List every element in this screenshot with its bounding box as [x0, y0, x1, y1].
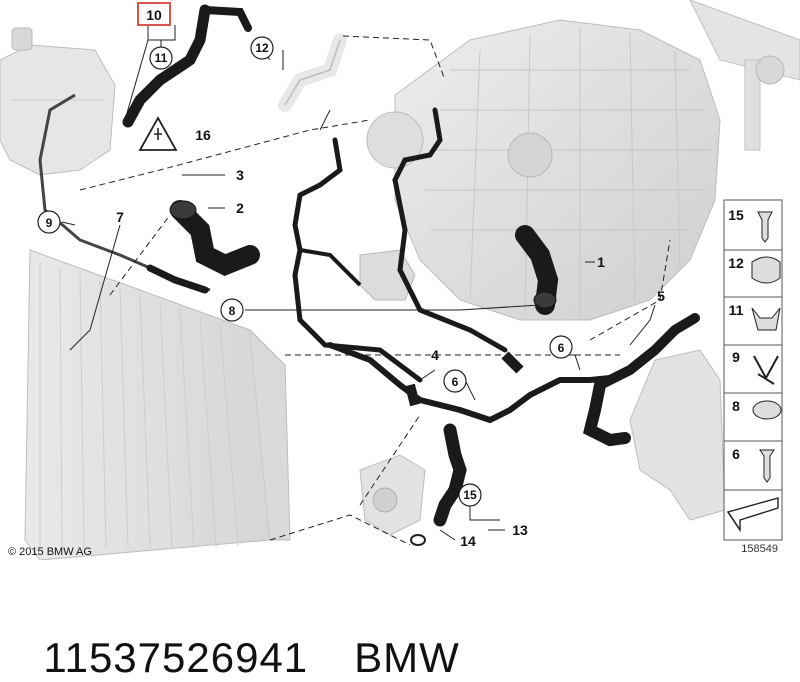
legend-item-15[interactable]: 15 — [728, 207, 773, 243]
label-1: 1 — [597, 254, 605, 270]
svg-text:12: 12 — [255, 41, 269, 55]
hose-5 — [583, 313, 700, 447]
direction-arrow-icon — [726, 497, 779, 533]
svg-text:9: 9 — [732, 349, 740, 365]
hose-12-upper — [278, 33, 347, 112]
callout-9[interactable]: 9 — [37, 210, 61, 234]
expansion-tank — [0, 27, 116, 176]
hose-1 — [515, 225, 559, 315]
hose-2 — [169, 200, 260, 276]
legend-item-12[interactable]: 12 — [728, 255, 781, 284]
thermostat-housing — [359, 249, 416, 301]
part-caption: 11537526941 BMW — [18, 586, 788, 681]
cooling-system-diagram: 10 11 12 16 3 2 9 7 1 8 5 6 4 6 15 13 14 — [0, 0, 800, 560]
svg-text:15: 15 — [463, 488, 477, 502]
legend-item-11[interactable]: 11 — [729, 302, 781, 331]
label-2: 2 — [236, 200, 244, 216]
copyright-text: © 2015 BMW AG — [8, 546, 92, 558]
legend-item-9[interactable]: 9 — [732, 349, 779, 385]
holder-icon — [753, 355, 779, 385]
svg-text:6: 6 — [732, 446, 740, 462]
hose-9-vent — [38, 93, 211, 294]
hose-4-main — [327, 342, 613, 424]
svg-text:8: 8 — [732, 398, 740, 414]
hose-13-pump — [433, 423, 467, 527]
label-13: 13 — [512, 522, 528, 538]
label-4: 4 — [431, 347, 439, 363]
svg-text:11: 11 — [155, 51, 168, 65]
hose-11-overflow — [122, 4, 252, 128]
hose-clamp-icon — [752, 400, 782, 420]
svg-text:12: 12 — [728, 255, 744, 271]
o-ring-icon — [410, 534, 426, 546]
svg-text:11: 11 — [729, 302, 744, 318]
callout-6a[interactable]: 6 — [549, 335, 573, 359]
label-3: 3 — [236, 167, 244, 183]
water-pump — [359, 454, 426, 536]
diagram-code: 158549 — [741, 543, 778, 555]
screw-icon — [759, 449, 775, 483]
engine-block — [366, 19, 721, 321]
right-lower-component — [629, 349, 726, 521]
callout-12[interactable]: 12 — [250, 36, 274, 60]
top-right-pipe — [689, 0, 800, 151]
brand-name: BMW — [354, 634, 460, 681]
label-5: 5 — [657, 288, 665, 304]
svg-text:10: 10 — [146, 7, 162, 23]
legend-item-8[interactable]: 8 — [732, 398, 782, 420]
svg-text:6: 6 — [452, 375, 459, 389]
label-7: 7 — [116, 209, 124, 225]
callout-15[interactable]: 15 — [458, 483, 482, 507]
legend-item-6[interactable]: 6 — [732, 446, 775, 483]
hose-vent-lines — [292, 107, 508, 383]
svg-text:9: 9 — [46, 216, 53, 230]
label-16: 16 — [195, 127, 211, 143]
callout-6b[interactable]: 6 — [443, 369, 467, 393]
radiator — [24, 249, 291, 560]
callout-11[interactable]: 11 — [149, 46, 173, 70]
part-number: 11537526941 — [43, 634, 309, 681]
svg-text:8: 8 — [229, 304, 236, 318]
clamp-icon — [751, 256, 781, 284]
callout-8[interactable]: 8 — [220, 298, 244, 322]
callout-10[interactable]: 10 — [137, 2, 171, 26]
clip-icon — [751, 307, 781, 331]
bolt-icon — [757, 211, 773, 243]
label-14: 14 — [460, 533, 476, 549]
warning-electrical-icon — [138, 116, 178, 151]
svg-text:6: 6 — [558, 341, 565, 355]
svg-text:15: 15 — [728, 207, 744, 223]
parts-legend: 15 12 11 9 8 6 — [723, 199, 783, 541]
